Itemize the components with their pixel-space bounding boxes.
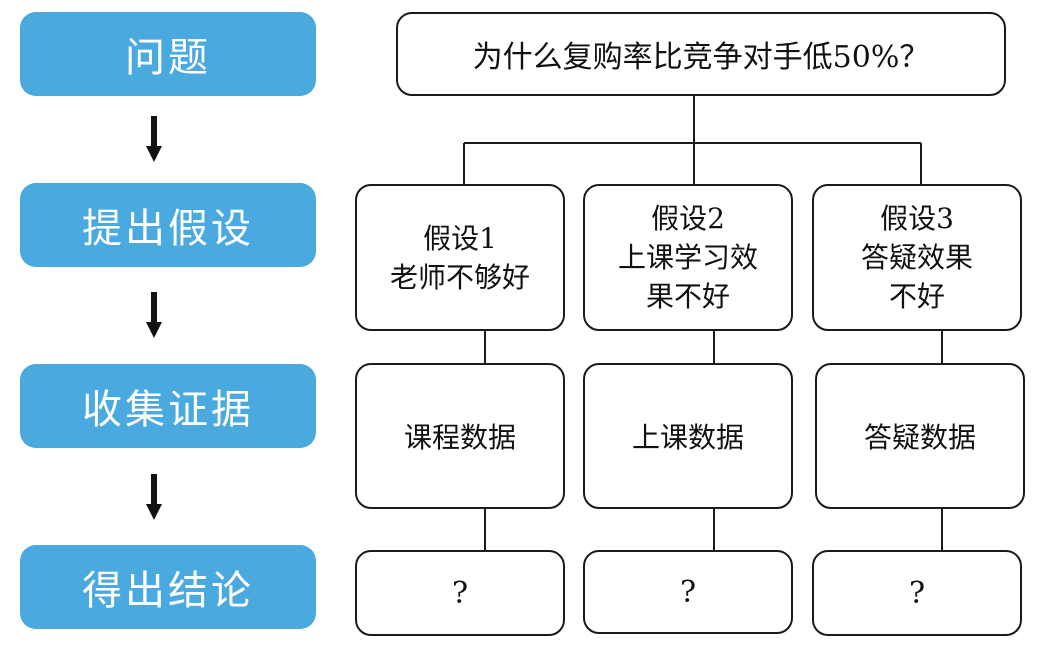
hypothesis-3-title: 假设3	[880, 202, 954, 235]
hypothesis-1-title: 假设1	[423, 221, 497, 255]
question-box: 为什么复购率比竞争对手低50%？	[396, 12, 1006, 96]
hypothesis-2-title: 假设2	[651, 202, 725, 235]
down-arrow-icon	[146, 474, 162, 520]
hypothesis-3-desc-line1: 答疑效果	[860, 241, 973, 274]
evidence-2-box: 上课数据	[583, 363, 793, 509]
step-hypothesize: 提出假设	[20, 183, 316, 267]
evidence-1-label: 课程数据	[403, 421, 516, 454]
step-conclusion: 得出结论	[20, 545, 316, 629]
step-evidence-label: 收集证据	[82, 387, 254, 433]
hypothesis-2-box: 假设2 上课学习效 果不好	[583, 184, 793, 331]
evidence-3-box: 答疑数据	[815, 363, 1025, 509]
hypothesis-3-box: 假设3 答疑效果 不好	[812, 184, 1022, 331]
result-3-box: ?	[812, 550, 1022, 636]
step-hypothesize-label: 提出假设	[82, 206, 254, 252]
hypothesis-2-desc-line1: 上课学习效	[617, 241, 758, 274]
result-2-box: ?	[583, 550, 793, 634]
result-2-mark: ?	[679, 574, 697, 610]
evidence-2-label: 上课数据	[631, 421, 744, 454]
result-1-mark: ?	[451, 575, 469, 611]
evidence-3-label: 答疑数据	[863, 421, 976, 454]
down-arrow-icon	[146, 292, 162, 338]
result-3-mark: ?	[908, 575, 926, 611]
hypothesis-1-desc: 老师不够好	[389, 260, 530, 294]
result-1-box: ?	[355, 550, 565, 636]
question-text: 为什么复购率比竞争对手低50%？	[472, 40, 930, 75]
hypothesis-1-box: 假设1 老师不够好	[355, 184, 565, 331]
hypothesis-3-desc-line2: 不好	[888, 280, 945, 313]
hypothesis-2-desc-line2: 果不好	[645, 280, 730, 313]
down-arrow-icon	[146, 116, 162, 162]
step-conclusion-label: 得出结论	[82, 568, 254, 614]
step-question: 问题	[20, 12, 316, 96]
step-question-label: 问题	[125, 35, 211, 81]
evidence-1-box: 课程数据	[355, 363, 565, 509]
step-evidence: 收集证据	[20, 364, 316, 448]
